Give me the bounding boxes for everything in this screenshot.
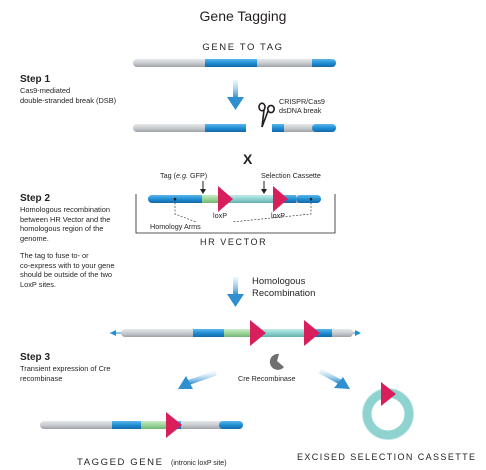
loxp-site-2 bbox=[273, 186, 288, 212]
tagged-gene-label: TAGGED GENE (intronic loxP site) bbox=[77, 457, 227, 468]
hr-vector-label: HR VECTOR bbox=[200, 237, 268, 247]
down-left-arrow-icon bbox=[178, 370, 217, 389]
loxp-site-1 bbox=[218, 186, 233, 212]
down-arrow-icon bbox=[227, 277, 244, 307]
cre-enzyme-icon bbox=[269, 353, 284, 370]
gene-to-tag-label: GENE TO TAG bbox=[202, 42, 284, 53]
hr-vector bbox=[135, 181, 336, 234]
selection-cassette-label: Selection Cassette bbox=[261, 171, 321, 180]
circular-dna-icon bbox=[362, 382, 414, 440]
homology-arms-label: Homology Arms bbox=[150, 222, 201, 231]
step2-heading: Step 2 bbox=[20, 193, 51, 204]
loxp-label-1: loxP bbox=[213, 211, 227, 220]
down-right-arrow-icon bbox=[318, 368, 350, 389]
step1-heading: Step 1 bbox=[20, 74, 51, 85]
gene-to-tag-bar bbox=[133, 59, 336, 67]
tagged-gene-bar bbox=[40, 412, 243, 438]
down-arrow-icon bbox=[227, 80, 244, 110]
excised-cassette-label: EXCISED SELECTION CASSETTE bbox=[297, 452, 477, 462]
tag-label: Tag (e.g. GFP) bbox=[160, 171, 208, 180]
diagram-title: Gene Tagging bbox=[199, 8, 287, 24]
scissors-icon bbox=[258, 102, 275, 128]
cre-recombinase-label: Cre Recombinase bbox=[238, 374, 296, 383]
step3-heading: Step 3 bbox=[20, 352, 51, 363]
recombined-locus bbox=[110, 320, 361, 346]
broken-gene-bar bbox=[133, 124, 336, 132]
x-mark: X bbox=[243, 151, 253, 167]
loxp-label-2: loxP bbox=[271, 211, 285, 220]
